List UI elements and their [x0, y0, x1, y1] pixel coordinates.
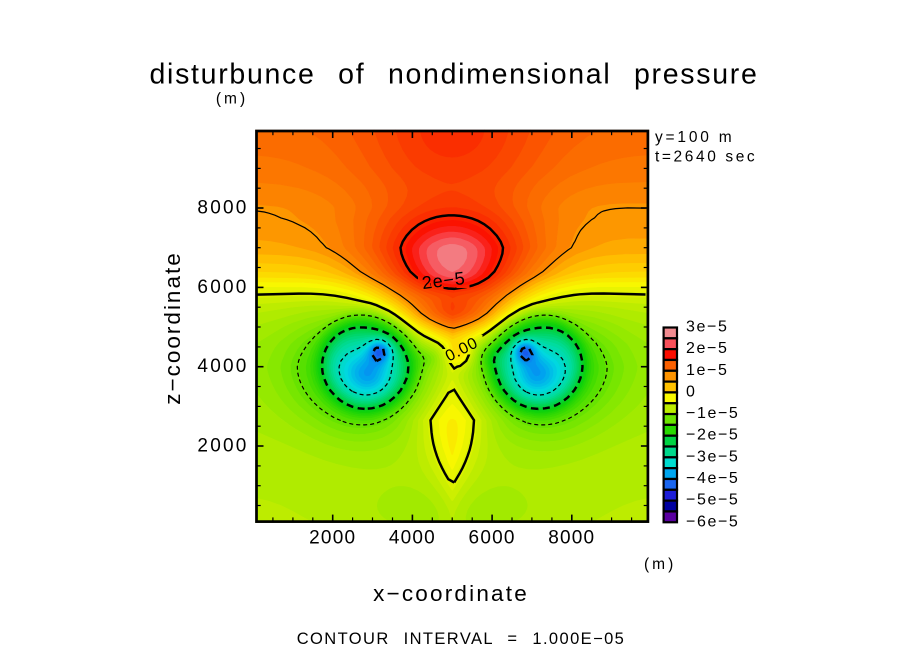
svg-text:2000: 2000: [309, 528, 356, 549]
svg-text:2e−5: 2e−5: [686, 340, 728, 357]
svg-text:6000: 6000: [197, 277, 248, 298]
svg-text:(m): (m): [216, 91, 248, 108]
svg-text:CONTOUR INTERVAL = 1.000E−05: CONTOUR INTERVAL = 1.000E−05: [297, 630, 626, 648]
svg-text:(m): (m): [644, 556, 676, 573]
svg-text:8000: 8000: [197, 198, 248, 219]
svg-text:4000: 4000: [197, 356, 248, 377]
svg-text:disturbunce of nondimensional: disturbunce of nondimensional pressure: [150, 59, 759, 91]
svg-text:−3e−5: −3e−5: [686, 448, 739, 465]
svg-text:x−coordinate: x−coordinate: [373, 581, 529, 606]
svg-text:8000: 8000: [548, 528, 595, 549]
svg-text:−4e−5: −4e−5: [686, 470, 739, 487]
svg-text:3e−5: 3e−5: [686, 319, 728, 336]
svg-text:z−coordinate: z−coordinate: [160, 251, 185, 404]
svg-text:y=100 m: y=100 m: [655, 129, 734, 146]
svg-text:−1e−5: −1e−5: [686, 405, 739, 422]
svg-text:0: 0: [686, 383, 697, 400]
svg-text:6000: 6000: [469, 528, 516, 549]
svg-text:4000: 4000: [389, 528, 436, 549]
svg-text:−6e−5: −6e−5: [686, 513, 739, 530]
svg-text:t=2640 sec: t=2640 sec: [655, 149, 757, 166]
svg-text:1e−5: 1e−5: [686, 362, 728, 379]
svg-text:2000: 2000: [197, 436, 248, 457]
svg-text:−2e−5: −2e−5: [686, 427, 739, 444]
svg-text:−5e−5: −5e−5: [686, 492, 739, 509]
